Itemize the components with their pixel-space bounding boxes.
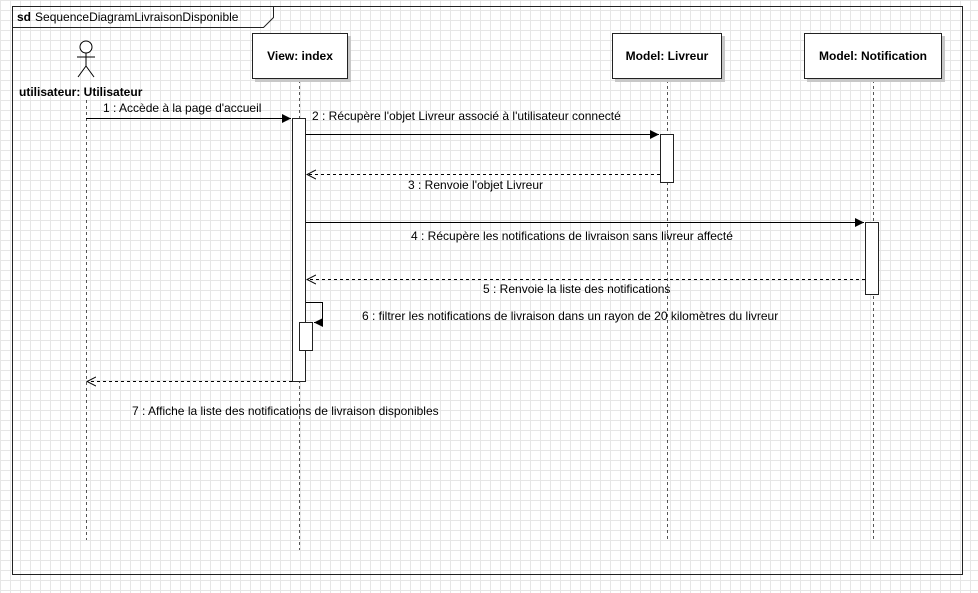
activation-view: [292, 118, 306, 382]
frame-name: SequenceDiagramLivraisonDisponible: [35, 10, 239, 24]
message-2-label: 2 : Récupère l'objet Livreur associé à l…: [312, 109, 621, 123]
message-6-label: 6 : filtrer les notifications de livrais…: [362, 309, 779, 323]
message-4-label: 4 : Récupère les notifications de livrai…: [411, 229, 733, 243]
lifeline-notification-box: Model: Notification: [804, 33, 942, 79]
message-7-label: 7 : Affiche la liste des notifications d…: [132, 404, 439, 418]
frame-keyword: sd: [17, 10, 32, 24]
message-3-label: 3 : Renvoie l'objet Livreur: [408, 178, 544, 192]
activation-notification: [865, 222, 879, 295]
lifeline-livreur-box: Model: Livreur: [612, 33, 722, 79]
lifeline-actor-label: utilisateur: Utilisateur: [19, 85, 143, 99]
message-1-label: 1 : Accède à la page d'accueil: [103, 101, 262, 115]
frame-tab-outline: [12, 6, 274, 28]
message-6-arrow: [306, 302, 323, 327]
activation-view-self: [299, 322, 313, 351]
actor-figure-icon: [77, 40, 95, 78]
lifeline-view-box: View: index: [252, 33, 348, 79]
diagram-frame: [12, 6, 963, 575]
message-5-label: 5 : Renvoie la liste des notifications: [483, 282, 671, 296]
activation-livreur: [660, 134, 674, 183]
